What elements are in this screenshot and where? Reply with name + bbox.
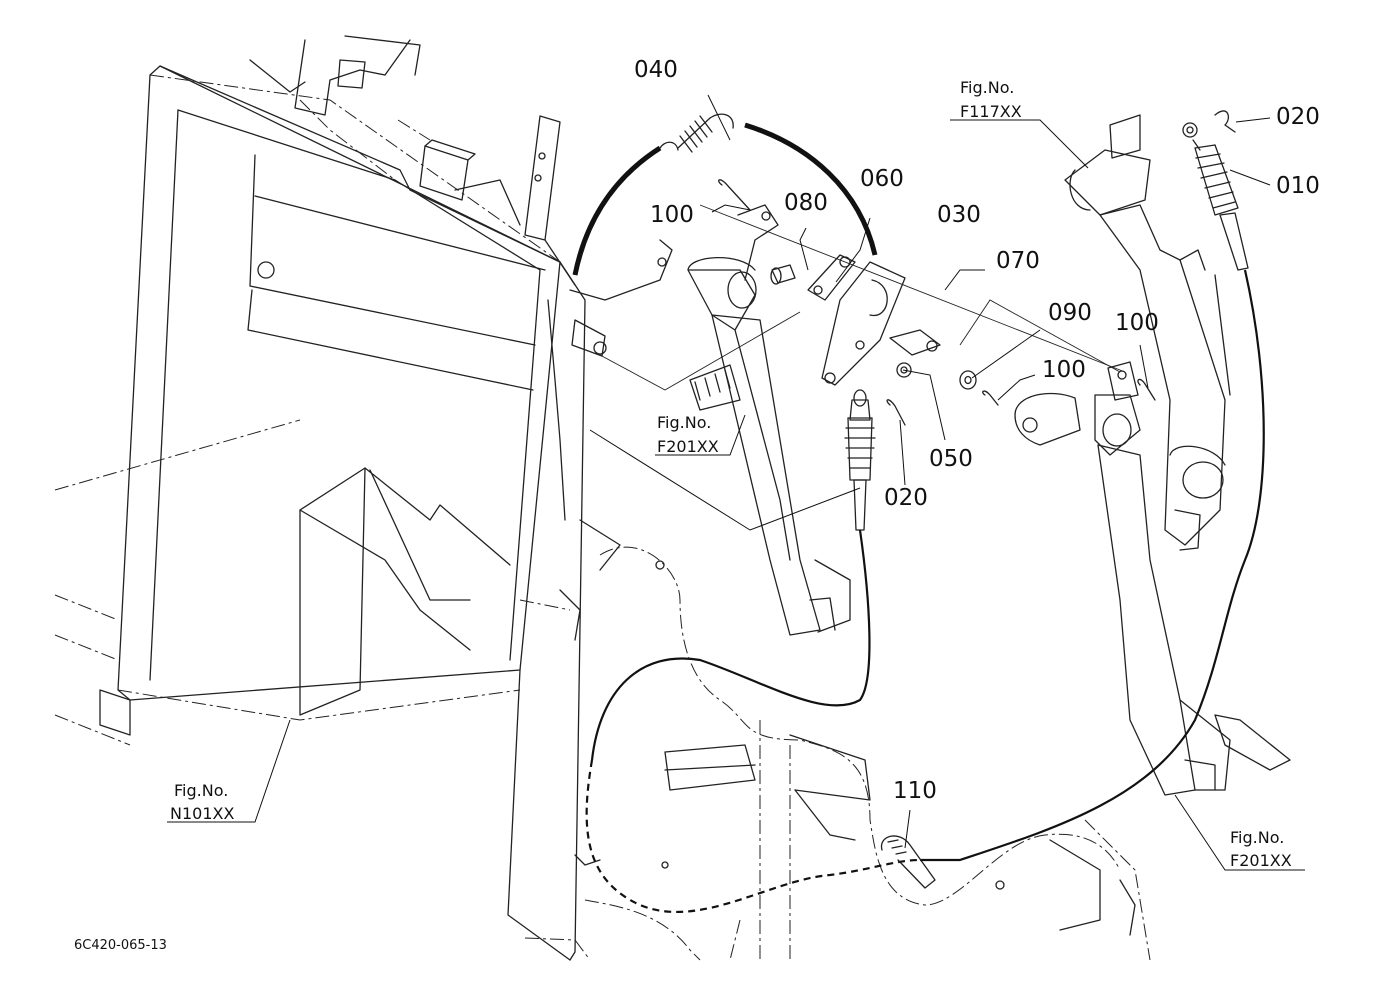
- far-right-pedal: [1064, 114, 1231, 551]
- fig-ref-f117xx: Fig.No. F117XX: [960, 78, 1022, 121]
- center-pedal: [599, 204, 851, 636]
- label-100-left: 100: [650, 202, 694, 228]
- spring-040: [572, 113, 878, 276]
- right-pedal: [1014, 361, 1291, 796]
- label-010: 010: [1276, 173, 1320, 199]
- svg-text:Fig.No.: Fig.No.: [1230, 828, 1284, 847]
- label-100-mid: 100: [1042, 357, 1086, 383]
- fig-ref-f201xx-center: Fig.No. F201XX: [657, 413, 719, 456]
- drawing-code: 6C420-065-13: [74, 938, 167, 953]
- label-080: 080: [784, 190, 828, 216]
- svg-text:Fig.No.: Fig.No.: [174, 781, 228, 800]
- label-020-center: 020: [884, 485, 928, 511]
- label-040: 040: [634, 57, 678, 83]
- svg-text:N101XX: N101XX: [170, 804, 234, 823]
- label-090: 090: [1048, 300, 1092, 326]
- fig-ref-n101xx: Fig.No. N101XX: [170, 781, 234, 823]
- lower-frame: [559, 519, 1151, 961]
- cable-boot-center: [590, 389, 876, 761]
- label-070: 070: [996, 248, 1040, 274]
- fig-ref-f201xx-right: Fig.No. F201XX: [1230, 828, 1292, 870]
- svg-text:F201XX: F201XX: [1230, 851, 1292, 870]
- svg-text:F117XX: F117XX: [960, 102, 1022, 121]
- front-panel: [54, 65, 591, 961]
- label-100-right: 100: [1115, 310, 1159, 336]
- label-050: 050: [929, 446, 973, 472]
- label-020-top: 020: [1276, 104, 1320, 130]
- label-030: 030: [937, 202, 981, 228]
- svg-text:Fig.No.: Fig.No.: [960, 78, 1014, 97]
- cable-010: [920, 122, 1265, 862]
- figure-refs: Fig.No. F117XX Fig.No. F201XX Fig.No. N1…: [170, 78, 1292, 870]
- part-labels: 040 020 010 060 080 100 030 070 090 100 …: [634, 57, 1320, 804]
- linkage-parts: [699, 110, 1236, 426]
- label-110: 110: [893, 778, 937, 804]
- label-060: 060: [860, 166, 904, 192]
- leader-lines: [167, 94, 1305, 871]
- svg-text:Fig.No.: Fig.No.: [657, 413, 711, 432]
- svg-text:F201XX: F201XX: [657, 437, 719, 456]
